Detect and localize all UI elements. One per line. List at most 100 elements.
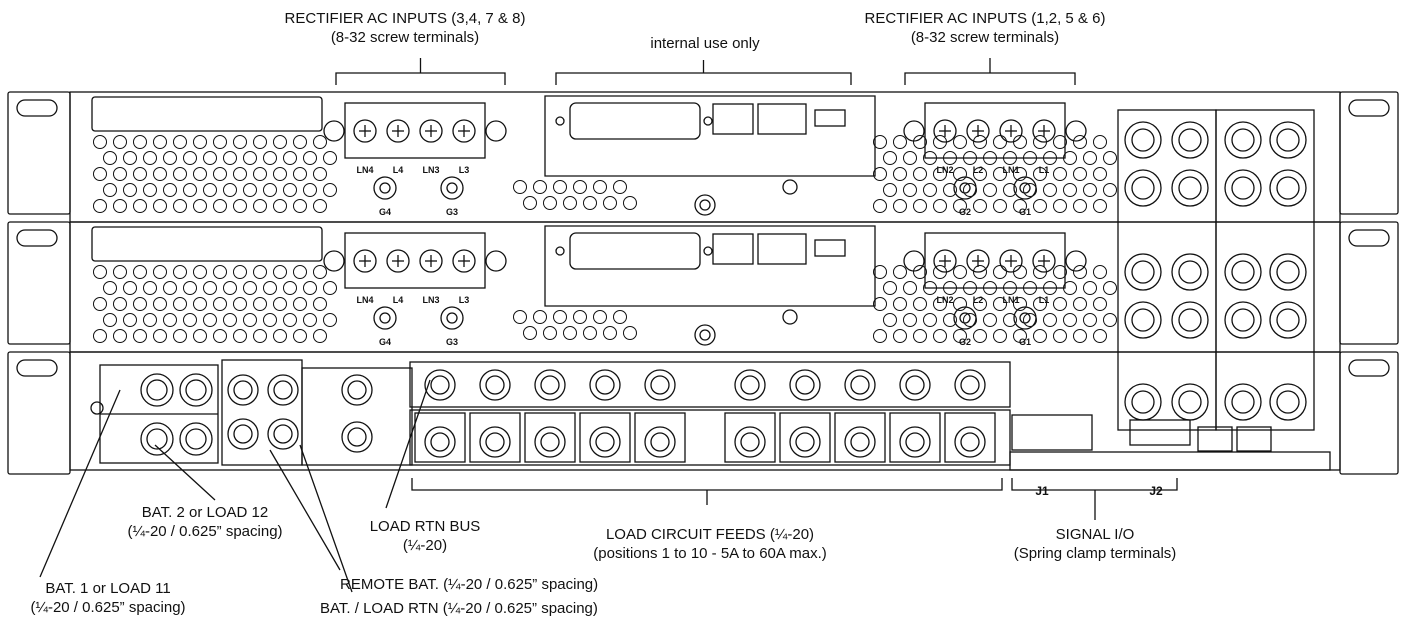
- vent-hole: [93, 329, 107, 343]
- vent-hole: [323, 281, 337, 295]
- leader-bat1: [39, 389, 121, 578]
- busbar-lug-inner: [1131, 390, 1155, 414]
- vent-hole: [253, 167, 267, 181]
- vent-hole: [323, 313, 337, 327]
- ground-terminal-label: G3: [446, 207, 458, 217]
- busbar-lug-inner: [1276, 176, 1300, 200]
- vent-hole: [93, 297, 107, 311]
- vent-hole: [1053, 297, 1067, 311]
- ac-terminal-screw: [419, 119, 443, 143]
- signal-connector-j1: [1011, 414, 1093, 451]
- connector-screw: [703, 116, 713, 126]
- vent-hole: [253, 265, 267, 279]
- vent-hole: [273, 199, 287, 213]
- ac-terminal-screw: [933, 249, 957, 273]
- vent-hole: [213, 329, 227, 343]
- vent-hole: [223, 151, 237, 165]
- load-feed-position-4: [579, 412, 631, 463]
- load-rtn-lug-inner: [485, 375, 505, 395]
- vent-hole: [523, 326, 537, 340]
- busbar-lug: [1124, 169, 1162, 207]
- busbar-lug-inner: [1178, 128, 1202, 152]
- load-feed-position-2: [469, 412, 521, 463]
- vent-hole: [983, 183, 997, 197]
- vent-hole: [983, 313, 997, 327]
- left-mounting-slot: [16, 229, 58, 247]
- vent-hole: [313, 329, 327, 343]
- ac-terminal-screw: [999, 249, 1023, 273]
- vent-hole: [553, 310, 567, 324]
- vent-hole: [913, 265, 927, 279]
- busbar-lug-inner: [1276, 260, 1300, 284]
- vent-hole: [233, 265, 247, 279]
- vent-hole: [153, 135, 167, 149]
- battery-lug-inner: [146, 379, 168, 401]
- load-feed-position-1: [414, 412, 466, 463]
- vent-hole: [1073, 167, 1087, 181]
- jumper-header-middle: [814, 239, 846, 257]
- ac-terminal-screw: [353, 119, 377, 143]
- callout-signal-io: SIGNAL I/O(Spring clamp terminals): [1013, 526, 1177, 562]
- vent-hole: [143, 313, 157, 327]
- vent-hole: [243, 281, 257, 295]
- ac-terminal-block-right-middle: [924, 232, 1066, 289]
- vent-hole: [893, 167, 907, 181]
- ac-terminal-label: LN2: [936, 295, 953, 305]
- vent-hole: [263, 281, 277, 295]
- ground-terminal: [440, 306, 464, 330]
- vent-hole: [293, 297, 307, 311]
- vent-hole: [623, 196, 637, 210]
- vent-hole: [993, 135, 1007, 149]
- vent-hole: [1093, 199, 1107, 213]
- vent-hole: [953, 297, 967, 311]
- vent-hole: [933, 297, 947, 311]
- signal-rj45-1: [1197, 426, 1233, 452]
- vent-hole: [533, 180, 547, 194]
- vent-hole: [1053, 329, 1067, 343]
- ac-terminal-block-left-top: [344, 102, 486, 159]
- busbar-lug-inner: [1276, 308, 1300, 332]
- remote-bat-lug-inner: [347, 427, 367, 447]
- vent-hole: [1043, 183, 1057, 197]
- ground-terminal-inner: [1019, 312, 1031, 324]
- vents-center-lower-middle: [513, 310, 637, 340]
- vent-hole: [253, 297, 267, 311]
- vent-hole: [93, 167, 107, 181]
- vent-hole: [123, 313, 137, 327]
- vent-hole: [1103, 313, 1117, 327]
- vent-hole: [303, 281, 317, 295]
- ground-terminal: [953, 176, 977, 200]
- vent-hole: [323, 183, 337, 197]
- vent-hole: [903, 151, 917, 165]
- signal-rj45-2: [1236, 426, 1272, 452]
- dip-switch-top: [757, 103, 807, 135]
- vent-hole: [563, 326, 577, 340]
- vent-hole: [173, 167, 187, 181]
- vent-hole: [203, 313, 217, 327]
- vent-hole: [213, 167, 227, 181]
- remote-bat-lug-inner: [347, 380, 367, 400]
- vent-hole: [1003, 183, 1017, 197]
- vent-hole: [563, 196, 577, 210]
- vent-hole: [873, 135, 887, 149]
- load-feed-lug-inner: [850, 432, 870, 452]
- load-feed-position-10: [944, 412, 996, 463]
- vent-hole: [873, 297, 887, 311]
- ac-terminal-label: LN1: [1002, 295, 1019, 305]
- terminal-block-mount-screw: [323, 250, 345, 272]
- busbar-lug: [1269, 253, 1307, 291]
- vent-hole: [213, 135, 227, 149]
- vent-hole: [893, 329, 907, 343]
- vent-hole: [233, 297, 247, 311]
- ac-terminal-screw: [999, 119, 1023, 143]
- vent-hole: [553, 180, 567, 194]
- vent-hole: [193, 199, 207, 213]
- vent-hole: [1063, 313, 1077, 327]
- load-feed-lug-inner: [540, 432, 560, 452]
- vents-left-middle: [93, 265, 337, 343]
- terminal-block-mount-screw: [485, 250, 507, 272]
- right-mounting-slot: [1348, 99, 1390, 117]
- vent-hole: [993, 199, 1007, 213]
- db-connector-top: [569, 102, 701, 140]
